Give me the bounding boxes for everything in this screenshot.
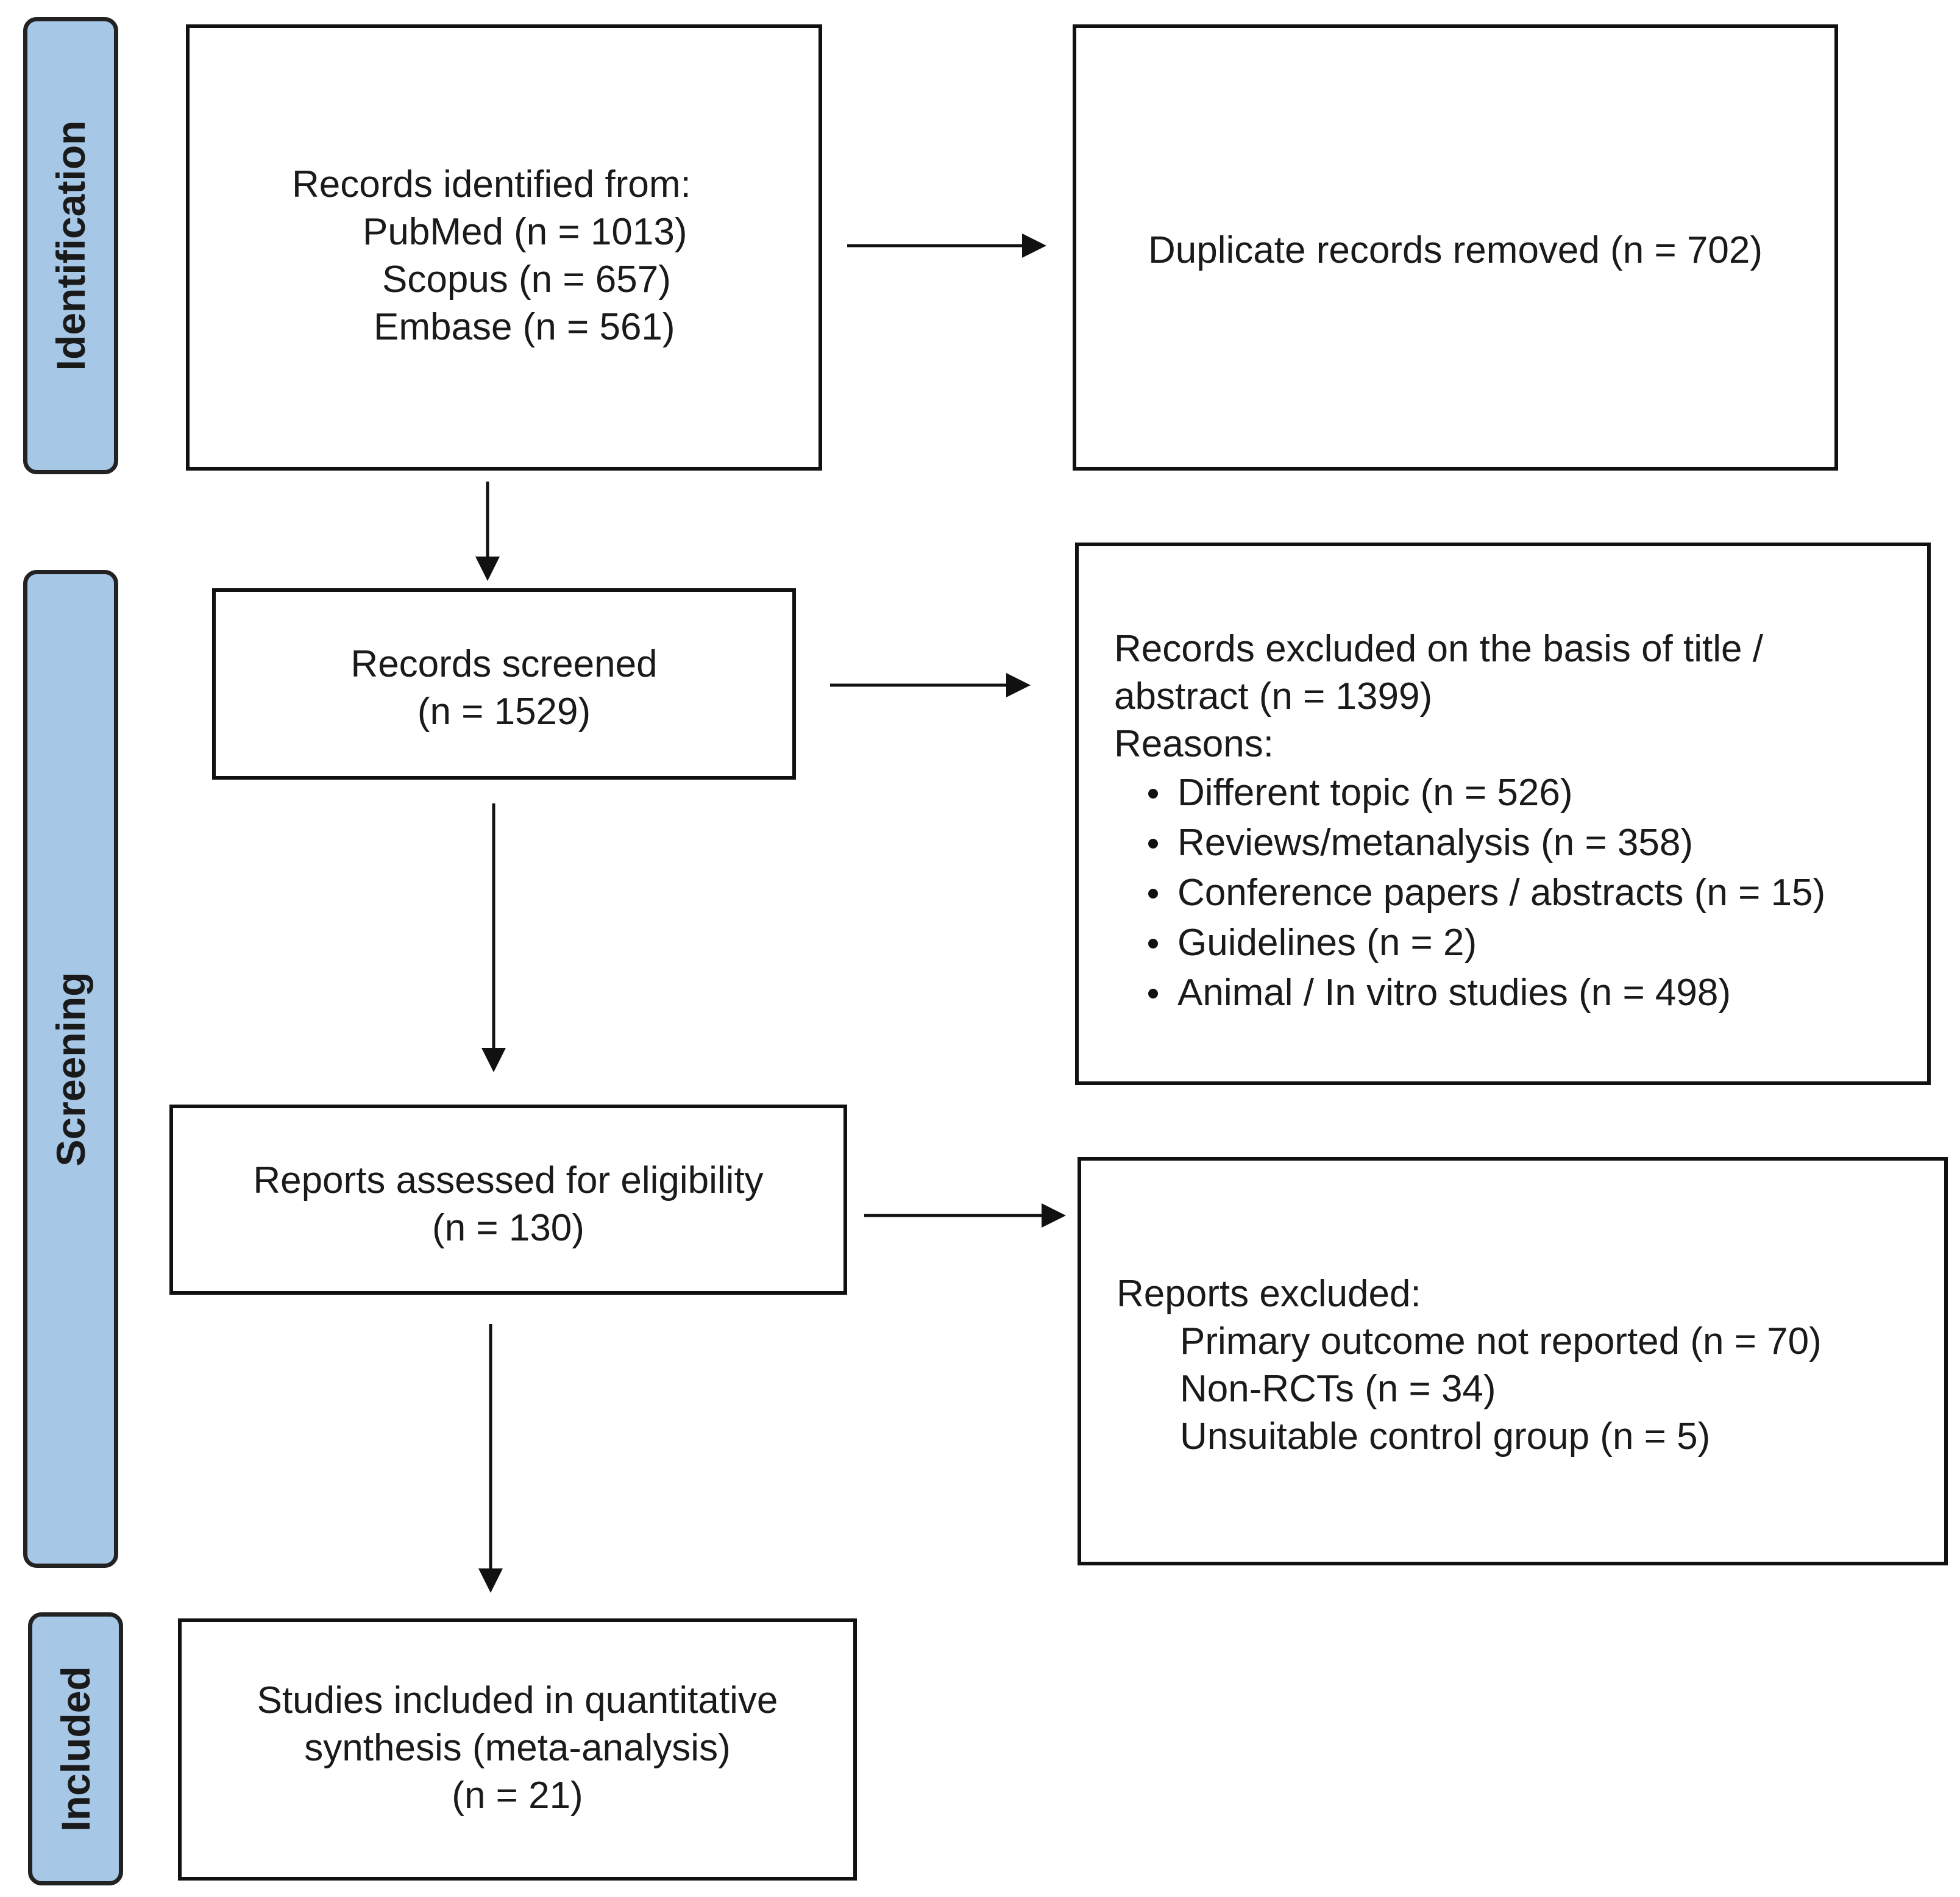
eligibility-label: Reports assessed for eligibility <box>253 1159 764 1201</box>
duplicates-removed-box: Duplicate records removed (n = 702) <box>1073 24 1838 471</box>
records-identified-heading: Records identified from: <box>292 163 691 205</box>
phase-included: Included <box>28 1612 123 1885</box>
records-screened-box: Records screened (n = 1529) <box>212 588 796 780</box>
studies-included-box: Studies included in quantitative synthes… <box>178 1618 857 1881</box>
studies-included-count: (n = 21) <box>452 1774 583 1817</box>
reports-excluded-box: Reports excluded: Primary outcome not re… <box>1078 1157 1948 1565</box>
records-screened-count: (n = 1529) <box>417 691 591 733</box>
eligibility-count: (n = 130) <box>432 1207 584 1249</box>
records-excluded-line1: Records excluded on the basis of title / <box>1114 628 1763 670</box>
reason-item: Animal / In vitro studies (n = 498) <box>1114 968 1825 1018</box>
studies-included-line1: Studies included in quantitative <box>257 1679 778 1721</box>
reason-item: Reviews/metanalysis (n = 358) <box>1114 818 1825 868</box>
reasons-list: Different topic (n = 526) Reviews/metana… <box>1114 768 1825 1018</box>
phase-screening: Screening <box>23 570 118 1568</box>
studies-included-line2: synthesis (meta-analysis) <box>304 1727 731 1769</box>
reports-excluded-heading: Reports excluded: <box>1117 1273 1421 1315</box>
phase-identification: Identification <box>23 17 118 474</box>
records-screened-label: Records screened <box>350 643 658 685</box>
records-excluded-box: Records excluded on the basis of title /… <box>1075 543 1931 1085</box>
duplicates-removed-text: Duplicate records removed (n = 702) <box>1148 229 1763 271</box>
exclusion-item: Unsuitable control group (n = 5) <box>1180 1415 1711 1457</box>
source-embase: Embase (n = 561) <box>374 306 675 348</box>
exclusion-item: Primary outcome not reported (n = 70) <box>1180 1320 1822 1362</box>
eligibility-box: Reports assessed for eligibility (n = 13… <box>169 1105 847 1295</box>
reasons-label: Reasons: <box>1114 723 1274 765</box>
reason-item: Guidelines (n = 2) <box>1114 918 1825 968</box>
records-identified-box: Records identified from: PubMed (n = 101… <box>186 24 822 471</box>
reason-item: Different topic (n = 526) <box>1114 768 1825 818</box>
reason-item: Conference papers / abstracts (n = 15) <box>1114 868 1825 918</box>
records-excluded-line2: abstract (n = 1399) <box>1114 675 1433 717</box>
source-scopus: Scopus (n = 657) <box>382 258 671 301</box>
source-pubmed: PubMed (n = 1013) <box>363 211 687 253</box>
exclusion-item: Non-RCTs (n = 34) <box>1180 1368 1496 1410</box>
